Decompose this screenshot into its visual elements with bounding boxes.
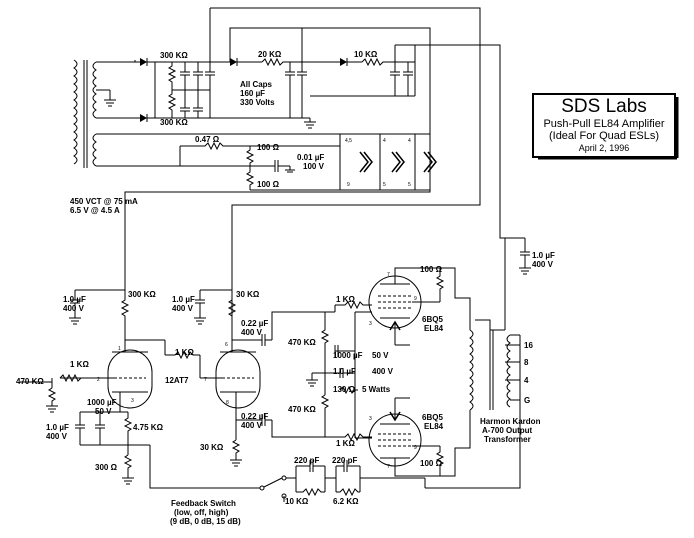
label-tube-bot-name: EL84 [424, 422, 444, 431]
label-r-grid-stop1: 1 KΩ [70, 360, 89, 369]
label-r-cath-w: 5 Watts [362, 385, 391, 394]
label-r-stop1: 1 KΩ [336, 295, 355, 304]
label-r-grid2: 470 KΩ [288, 405, 316, 414]
label-c-cathode-v: 50 V [95, 407, 112, 416]
label-r-cathode2: 30 KΩ [200, 443, 224, 452]
label-ot-2: A-700 Output [482, 426, 533, 435]
pin-v1-1: 1 [118, 346, 121, 352]
label-caps-note3: 330 Volts [240, 98, 275, 107]
label-tap-g: G [524, 396, 530, 405]
label-r-bottom-divider: 300 KΩ [160, 118, 188, 127]
label-r-plate2: 30 KΩ [236, 290, 260, 299]
output-stage: 1 KΩ 1 KΩ 470 KΩ 470 KΩ 1000 µF 50 V 1.0… [288, 237, 555, 477]
label-c-bias-v: 400 V [372, 367, 394, 376]
pin-v1-8: 8 [226, 400, 229, 406]
label-r-grid1: 470 KΩ [288, 338, 316, 347]
label-c-couple2-v: 400 V [241, 421, 263, 430]
label-r-stop2: 1 KΩ [336, 439, 355, 448]
pin-el84-bot-3: 3 [369, 416, 372, 422]
label-c-couple2: 0.22 µF [241, 412, 268, 421]
label-r-input: 470 KΩ [16, 377, 44, 386]
label-c-bias: 1.0 µF [333, 367, 356, 376]
label-c-decouple2: 1.0 µF [172, 295, 195, 304]
input-stage: 300 KΩ 1.0 µF 400 V 30 KΩ 1.0 µF 400 V 1… [16, 268, 340, 489]
label-c-supply-v: 400 V [532, 260, 554, 269]
pin-heater-e: 4 [408, 138, 411, 144]
pin-el84-top-3: 3 [369, 321, 372, 327]
label-c-bypass: 1.0 µF [46, 423, 69, 432]
label-fb-c2: 220 pF [332, 456, 357, 465]
label-c-cath-v: 50 V [372, 351, 389, 360]
label-r-filter1: 20 KΩ [258, 50, 282, 59]
label-r-screen-bot: 100 Ω [420, 459, 443, 468]
pin-el84-bot-7: 7 [387, 464, 390, 470]
label-r-cathode: 4.75 KΩ [133, 423, 164, 432]
label-tap-8: 8 [524, 358, 529, 367]
label-c-cathode: 1000 µF [87, 398, 117, 407]
label-c-decouple1: 1.0 µF [63, 295, 86, 304]
label-r-cath: 130 Ω [333, 385, 356, 394]
label-tap-4: 4 [524, 376, 529, 385]
label-c-decouple2-v: 400 V [172, 304, 194, 313]
label-tube-top-type: 6BQ5 [422, 315, 443, 324]
label-c-supply: 1.0 µF [532, 251, 555, 260]
label-transformer-spec2: 6.5 V @ 4.5 A [70, 206, 120, 215]
title-subtitle-1: Push-Pull EL84 Amplifier [543, 118, 664, 130]
label-c-cath: 1000 µF [333, 351, 363, 360]
pin-el84-bot-9: 9 [414, 445, 417, 451]
label-ot-1: Harmon Kardon [480, 417, 541, 426]
feedback-network: 220 pF 220 pF 10 KΩ 6.2 KΩ Feedback Swit… [170, 456, 426, 526]
label-transformer-spec1: 450 VCT @ 75 mA [70, 197, 138, 206]
pin-el84-top-9: 9 [414, 296, 417, 302]
label-caps-note2: 160 µF [240, 89, 265, 98]
label-c-couple1-v: 400 V [241, 328, 263, 337]
output-transformer: 16 8 4 G Harmon Kardon A-700 Output Tran… [425, 329, 541, 489]
label-r-top-divider: 300 KΩ [160, 51, 188, 60]
title-block: SDS Labs Push-Pull EL84 Amplifier (Ideal… [532, 93, 679, 160]
pin-v1-6: 6 [225, 342, 228, 348]
label-fb-switch-2: (low, off, high) [174, 508, 229, 517]
label-c-decouple1-v: 400 V [63, 304, 85, 313]
label-heater-r-hum2: 100 Ω [257, 180, 280, 189]
label-tube-top-name: EL84 [424, 324, 444, 333]
pin-el84-top-7: 7 [387, 272, 390, 278]
label-caps-note1: All Caps [240, 80, 273, 89]
title-date: April 2, 1996 [579, 143, 630, 153]
pin-heater-f: 5 [408, 182, 411, 188]
label-r-filter2: 10 KΩ [354, 50, 378, 59]
label-heater-r-series: 0.47 Ω [195, 135, 220, 144]
label-heater-c-hum: 0.01 µF [297, 153, 324, 162]
label-fb-r1: 10 KΩ [285, 497, 309, 506]
title-name: SDS Labs [561, 96, 647, 117]
label-tap-16: 16 [524, 341, 533, 350]
pin-v1-3: 3 [131, 398, 134, 404]
pin-heater-a: 4,5 [345, 138, 352, 144]
label-r-grid-stop2: 1 KΩ [175, 348, 194, 357]
power-supply: 300 KΩ 300 KΩ 20 KΩ 10 KΩ All Caps 160 µ… [70, 7, 506, 330]
pin-heater-c: 4 [383, 138, 386, 144]
label-fb-r2: 6.2 KΩ [333, 497, 359, 506]
label-ot-3: Transformer [484, 435, 531, 444]
label-c-bypass-v: 400 V [46, 432, 68, 441]
label-heater-r-hum1: 100 Ω [257, 143, 280, 152]
pin-heater-d: 5 [383, 182, 386, 188]
label-fb-switch-3: (9 dB, 0 dB, 15 dB) [170, 517, 241, 526]
heater-circuit: 0.47 Ω 100 Ω 100 Ω 0.01 µF 100 V 4,5 9 4… [96, 133, 437, 191]
label-r-plate1: 300 KΩ [128, 290, 156, 299]
label-c-couple1: 0.22 µF [241, 319, 268, 328]
label-r-screen-top: 100 Ω [420, 265, 443, 274]
pin-heater-b: 9 [347, 182, 350, 188]
label-r-tail: 300 Ω [95, 463, 118, 472]
label-tube-bot-type: 6BQ5 [422, 413, 443, 422]
pin-v1-7: 7 [204, 377, 207, 383]
title-subtitle-2: (Ideal For Quad ESLs) [549, 130, 659, 142]
label-heater-c-hum-v: 100 V [303, 162, 325, 171]
label-tube-12at7: 12AT7 [165, 376, 189, 385]
label-fb-switch-1: Feedback Switch [171, 499, 236, 508]
label-fb-c1: 220 pF [294, 456, 319, 465]
pin-v1-2: 2 [97, 377, 100, 383]
